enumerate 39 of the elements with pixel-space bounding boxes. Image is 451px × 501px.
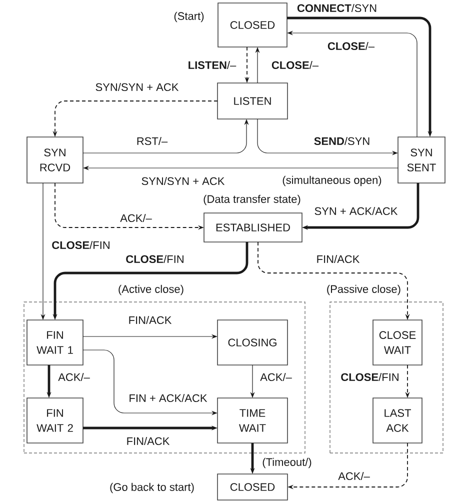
edge-label: FIN + ACK/ACK xyxy=(128,392,208,404)
edge-label: SYN/SYN + ACK xyxy=(94,82,180,92)
group-heading: (Active close) xyxy=(118,284,184,296)
state-box: CLOSED xyxy=(218,2,288,48)
state-box: FIN WAIT 1 xyxy=(26,320,84,366)
edge-label: ACK/– xyxy=(337,470,371,482)
edge-label: CONNECT/SYN xyxy=(296,2,378,14)
edge-label: RST/– xyxy=(135,136,169,146)
state-box: TIME WAIT xyxy=(217,398,288,444)
state-box: CLOSING xyxy=(217,320,288,366)
state-box: FIN WAIT 2 xyxy=(26,398,84,444)
annotation: (Data transfer state) xyxy=(204,194,300,206)
annotation: (simultaneous open) xyxy=(282,176,382,186)
state-box: LISTEN xyxy=(217,82,288,120)
edge-label: CLOSE/– xyxy=(270,60,320,70)
edge-label: CLOSE/FIN xyxy=(124,254,186,264)
annotation: (Go back to start) xyxy=(110,482,194,494)
annotation: (Start) xyxy=(174,12,204,22)
edge-label: LISTEN/– xyxy=(186,60,238,70)
state-box: CLOSED xyxy=(217,474,288,500)
state-box: LAST ACK xyxy=(372,398,422,444)
edge-label: SEND/SYN xyxy=(312,136,372,146)
edge-label: CLOSE/FIN xyxy=(50,240,112,250)
state-box: ESTABLISHED xyxy=(204,212,302,242)
state-box: CLOSE WAIT xyxy=(372,320,422,366)
edge-label: FIN/ACK xyxy=(315,254,361,264)
edge-label: ACK/– xyxy=(259,372,293,382)
group-heading: (Passive close) xyxy=(327,284,400,296)
edge-label: FIN/ACK xyxy=(125,436,171,446)
edge-label: SYN/SYN + ACK xyxy=(140,176,226,186)
edge-label: CLOSE/FIN xyxy=(340,372,400,382)
edge-label: FIN/ACK xyxy=(127,314,173,326)
state-box: SYN RCVD xyxy=(26,136,84,184)
edge-label: SYN + ACK/ACK xyxy=(313,206,399,216)
state-box: SYN SENT xyxy=(398,136,446,184)
edge-label: ACK/– xyxy=(119,212,153,224)
edge-label: (Timeout/) xyxy=(261,456,313,470)
edge-label: ACK/– xyxy=(57,372,91,382)
edge-label: CLOSE/– xyxy=(326,40,376,52)
